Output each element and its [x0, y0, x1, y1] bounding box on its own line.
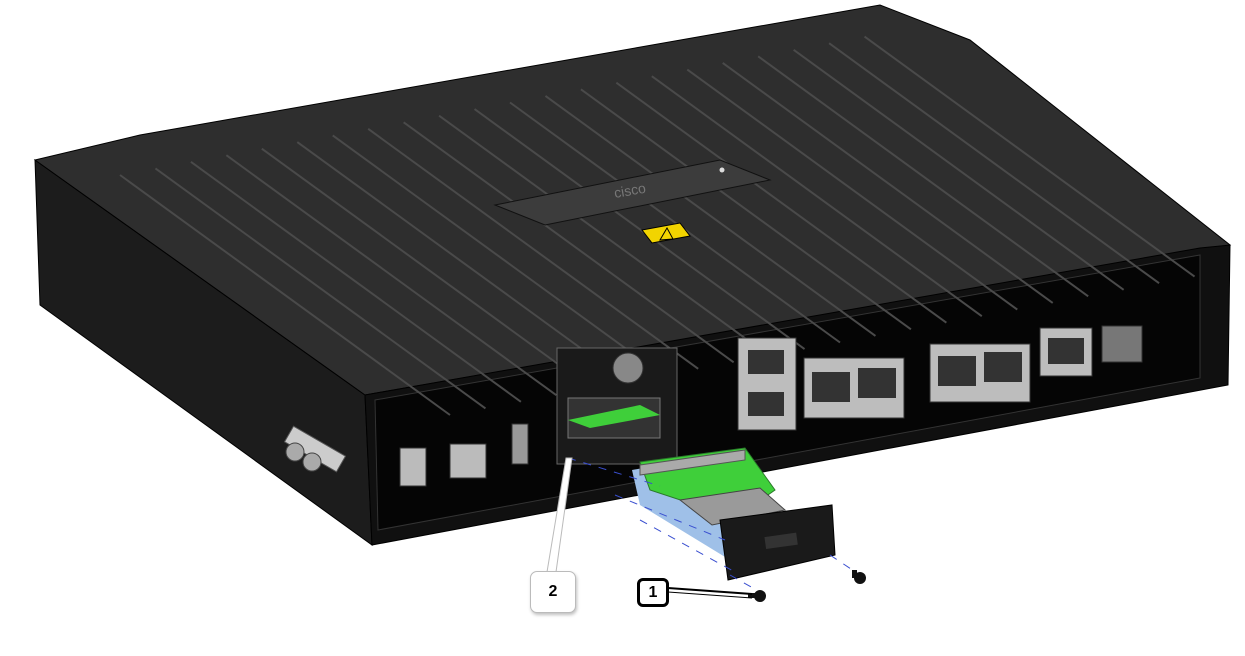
- ground-lug: [283, 425, 347, 473]
- heatsink-fin: [580, 88, 912, 331]
- module-slot: [556, 347, 678, 465]
- pluggable-module: [632, 447, 836, 581]
- leader-line-1-lower: [667, 591, 753, 599]
- heatsink-fin: [686, 68, 1018, 311]
- heatsink-fin: [403, 121, 735, 364]
- screw-icon: [852, 570, 866, 584]
- heatsink-fin: [757, 55, 1089, 298]
- console-port: [511, 423, 529, 465]
- leader-line-1: [667, 587, 753, 595]
- power-connector-2: [449, 443, 487, 479]
- leader-line-2: [546, 457, 573, 573]
- alignment-lines: [567, 457, 861, 593]
- heatsink-fin: [190, 161, 522, 403]
- heatsink-fin: [544, 95, 877, 337]
- heatsink-fin: [367, 128, 699, 370]
- heatsink-fin: [225, 154, 557, 397]
- heatsink-fin: [473, 108, 806, 350]
- callout-1: 1: [637, 578, 669, 607]
- heatsink-fins: [119, 35, 1196, 416]
- callout-2: 2: [530, 571, 576, 613]
- status-led: [719, 167, 725, 173]
- heatsink-fin: [296, 141, 628, 383]
- logo-plate: [493, 159, 772, 226]
- heatsink-fin: [332, 134, 664, 377]
- heatsink-fin: [154, 167, 487, 410]
- screw-icon: [748, 590, 766, 602]
- ethernet-port-openings: [748, 338, 1084, 416]
- heatsink-fin: [793, 48, 1125, 291]
- heatsink-fin: [828, 42, 1160, 284]
- cisco-logo: cisco: [613, 180, 647, 201]
- heatsink-fin: [651, 75, 983, 317]
- heatsink-fin: [863, 35, 1196, 278]
- heatsink-fin: [722, 62, 1054, 304]
- warning-label: [641, 222, 691, 244]
- heatsink-fin: [509, 101, 841, 344]
- heatsink-fin: [615, 81, 947, 324]
- heatsink-fin: [119, 174, 451, 416]
- heatsink-fin: [438, 114, 770, 357]
- warning-triangle-icon: [659, 226, 674, 241]
- power-connector-1: [399, 447, 427, 487]
- heatsink-fin: [261, 147, 593, 390]
